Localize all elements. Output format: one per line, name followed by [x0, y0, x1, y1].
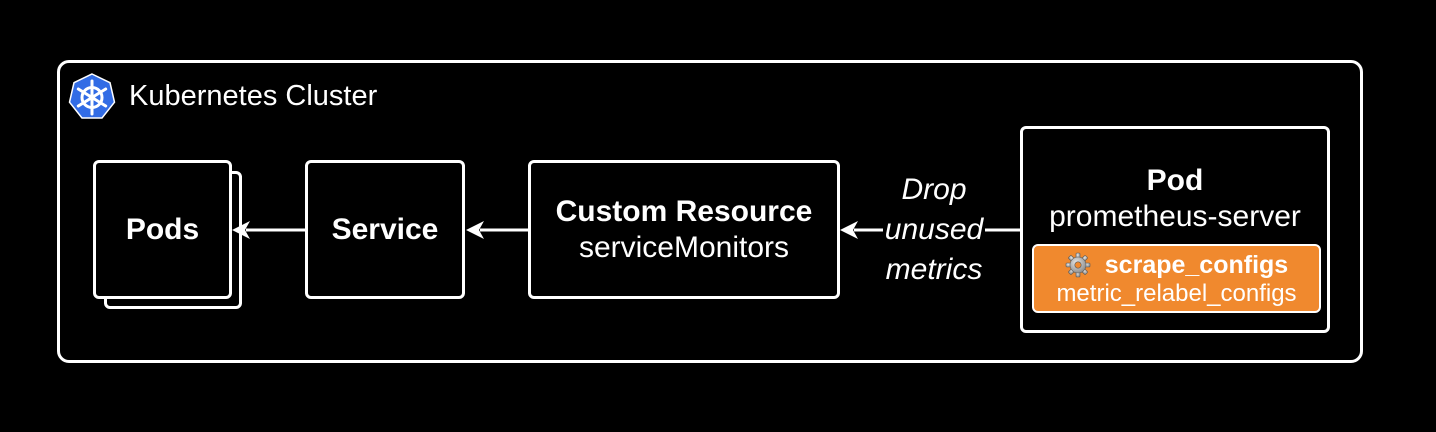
service-node: Service: [305, 160, 465, 299]
pods-node: Pods: [93, 160, 232, 299]
pods-label: Pods: [125, 212, 200, 246]
pod-subtitle: prometheus-server: [1049, 200, 1301, 233]
edge-label-line-2: unused: [882, 210, 986, 250]
kubernetes-cluster-container: [57, 60, 1363, 363]
scrape-config-row: scrape_configs: [1065, 250, 1288, 280]
scrape-configs-label: scrape_configs: [1104, 250, 1289, 279]
custom-resource-node: Custom Resource serviceMonitors: [528, 160, 840, 299]
service-label: Service: [331, 212, 439, 246]
scrape-config-box: scrape_configs metric_relabel_configs: [1032, 244, 1321, 313]
pod-title: Pod: [1146, 164, 1204, 197]
edge-label-line-3: metrics: [885, 253, 983, 286]
kubernetes-helm-icon: [68, 73, 116, 119]
edge-label-drop-unused-metrics: Drop unused metrics: [868, 170, 1000, 290]
custom-resource-title: Custom Resource: [555, 194, 813, 228]
gear-icon: [1065, 252, 1091, 277]
cluster-title: Kubernetes Cluster: [129, 79, 378, 112]
custom-resource-subtitle: serviceMonitors: [578, 230, 790, 264]
edge-label-line-1: Drop: [901, 173, 967, 206]
cluster-header: Kubernetes Cluster: [67, 72, 377, 120]
metric-relabel-configs-label: metric_relabel_configs: [1056, 279, 1297, 307]
